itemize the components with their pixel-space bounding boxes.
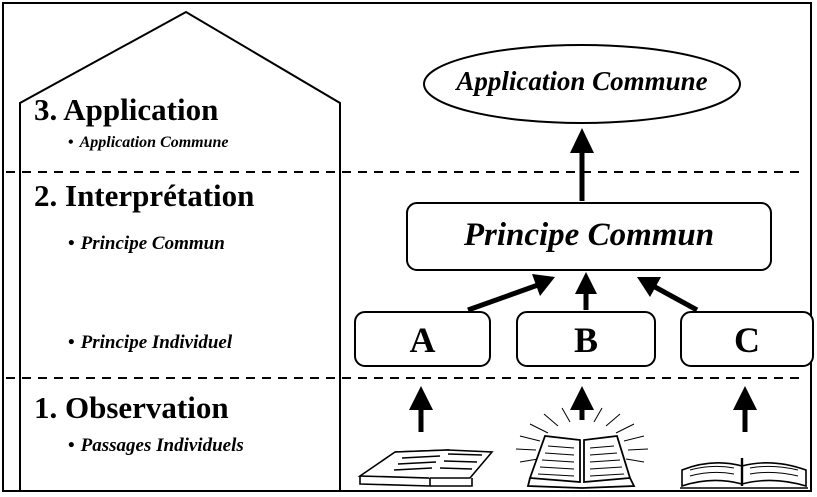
level-item-application-commune: • Application Commune	[68, 135, 229, 151]
diagram-frame	[2, 2, 812, 492]
arrow-b-to-principe	[575, 272, 597, 310]
principe-commun-label: Principe Commun	[463, 217, 715, 253]
level-item-passages-individuels: •Passages Individuels	[68, 436, 244, 455]
arrow-principe-to-application	[570, 128, 594, 201]
arrow-a-to-principe	[467, 274, 555, 313]
box-c	[680, 311, 814, 367]
application-commune-label: Application Commune	[456, 66, 708, 96]
level-item-principe-individuel: •Principe Individuel	[68, 333, 232, 352]
principe-commun-box	[406, 202, 772, 271]
open-book-flat-icon	[680, 458, 808, 489]
bullet-glyph: •	[68, 435, 75, 456]
glowing-bible-icon	[515, 405, 649, 489]
box-b	[516, 311, 656, 367]
level-item-label: Principe Individuel	[80, 332, 233, 353]
level-item-label: Principe Commun	[80, 233, 225, 254]
bullet-glyph: •	[68, 134, 74, 151]
level-item-principe-commun: •Principe Commun	[68, 234, 225, 253]
level-title-interpretation: 2. Interprétation	[34, 178, 255, 213]
level-item-label: Passages Individuels	[80, 435, 244, 456]
box-a-label: A	[409, 320, 436, 360]
application-ellipse	[423, 44, 741, 124]
arrow-c-to-principe	[637, 277, 699, 313]
open-book-icon	[357, 449, 494, 487]
level-title-application: 3. Application	[34, 92, 219, 127]
bullet-glyph: •	[68, 233, 75, 254]
level-item-label: Application Commune	[79, 134, 229, 151]
house-outline	[19, 10, 341, 490]
box-c-label: C	[734, 320, 760, 360]
arrow-passage-c	[733, 386, 757, 432]
bullet-glyph: •	[68, 332, 75, 353]
box-a	[354, 311, 491, 367]
level-title-observation: 1. Observation	[34, 390, 229, 425]
box-b-label: B	[573, 320, 598, 360]
arrow-passage-a	[409, 386, 433, 432]
